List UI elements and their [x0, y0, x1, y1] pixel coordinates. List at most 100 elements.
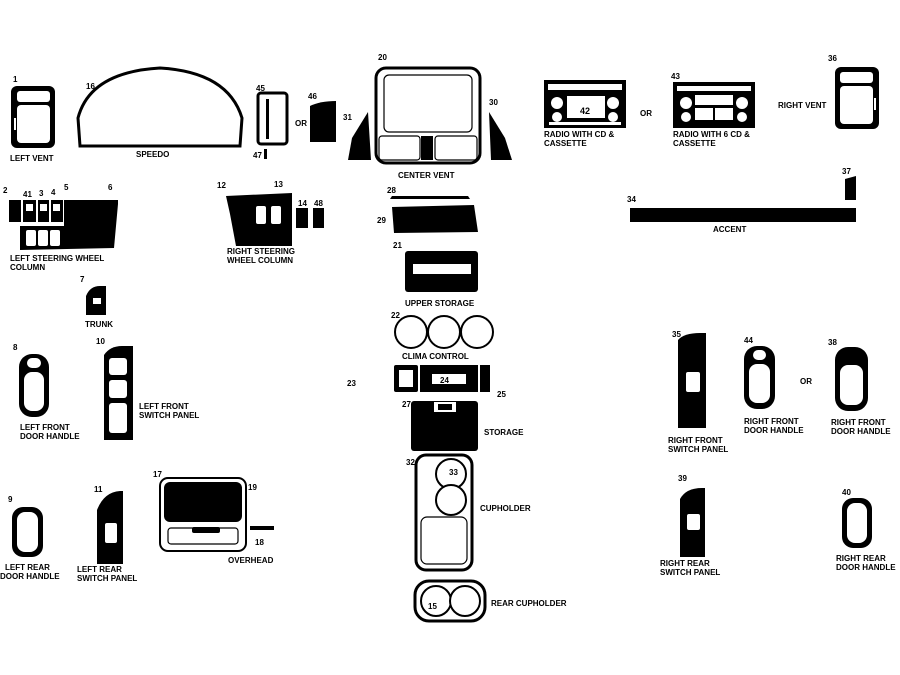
part-number-29: 29 [377, 216, 386, 225]
part-number-16: 16 [86, 82, 95, 91]
part-number-43: 43 [671, 72, 680, 81]
part-45-bezel[interactable] [256, 91, 289, 146]
label-left-rear-switch-line2: SWITCH PANEL [77, 574, 137, 583]
label-right-vent: RIGHT VENT [778, 101, 827, 110]
part-36-right-vent[interactable] [835, 67, 879, 129]
part-4-switch-cover[interactable] [51, 200, 63, 222]
part-35-right-front-switch-panel[interactable] [678, 333, 706, 428]
label-right-front-door-b-line2: DOOR HANDLE [831, 427, 891, 436]
part-number-27: 27 [402, 400, 411, 409]
part-number-40: 40 [842, 488, 851, 497]
part-number-26: 26 [436, 411, 446, 421]
part-27-storage-panel[interactable] [411, 401, 478, 451]
part-16-speedo[interactable] [76, 66, 244, 148]
part-15-rear-cupholder[interactable] [413, 579, 487, 623]
part-43-radio-6cd-cassette[interactable] [673, 82, 755, 128]
part-48-switch-cover[interactable] [313, 208, 324, 228]
part-44-right-front-door-handle[interactable] [744, 346, 775, 409]
part-22-clima-control[interactable] [394, 315, 494, 349]
part-46-panel[interactable] [310, 101, 336, 142]
label-or-1: OR [295, 119, 307, 128]
part-33-cupholder-rings[interactable] [435, 458, 467, 516]
label-cupholder: CUPHOLDER [480, 504, 531, 513]
part-number-12: 12 [217, 181, 226, 190]
part-number-14: 14 [298, 199, 307, 208]
part-2-switch-cover[interactable] [9, 200, 21, 222]
part-number-6: 6 [108, 183, 113, 192]
part-21-upper-storage[interactable] [405, 251, 478, 292]
part-number-19: 19 [248, 483, 257, 492]
part-number-20: 20 [378, 53, 387, 62]
label-left-front-switch-line2: SWITCH PANEL [139, 411, 199, 420]
part-8-left-front-door-handle[interactable] [19, 354, 49, 417]
label-right-front-door-a-line2: DOOR HANDLE [744, 426, 804, 435]
part-number-41: 41 [23, 190, 32, 199]
label-right-front-door-b-line1: RIGHT FRONT [831, 418, 886, 427]
part-25-console-right[interactable] [480, 365, 490, 392]
label-right-front-switch-line1: RIGHT FRONT [668, 436, 723, 445]
part-30-side-trim[interactable] [489, 112, 512, 160]
label-left-front-door-line1: LEFT FRONT [20, 423, 70, 432]
label-center-vent: CENTER VENT [398, 171, 455, 180]
label-speedo: SPEEDO [136, 150, 169, 159]
part-1-left-vent[interactable] [11, 86, 55, 148]
part-20-center-vent[interactable] [374, 66, 482, 165]
label-radio-cd-cassette-line2: CASSETTE [544, 139, 587, 148]
label-right-front-switch-line2: SWITCH PANEL [668, 445, 728, 454]
part-number-7: 7 [80, 275, 85, 284]
part-number-13: 13 [274, 180, 283, 189]
label-right-front-door-a-line1: RIGHT FRONT [744, 417, 799, 426]
label-radio-6cd-cassette-line1: RADIO WITH 6 CD & [673, 130, 750, 139]
part-number-39: 39 [678, 474, 687, 483]
part-40-right-rear-door-handle[interactable] [842, 498, 872, 548]
part-number-32: 32 [406, 458, 415, 467]
part-41-switch-cover[interactable] [23, 200, 36, 222]
part-number-24: 24 [440, 376, 449, 385]
part-42-radio-cd-cassette[interactable] [544, 80, 626, 128]
part-number-33: 33 [449, 468, 458, 477]
part-number-47: 47 [253, 151, 262, 160]
label-trunk: TRUNK [85, 320, 113, 329]
part-number-22: 22 [391, 311, 400, 320]
part-29-trim-panel[interactable] [392, 205, 478, 233]
part-23-console-left[interactable] [394, 365, 418, 392]
part-number-35: 35 [672, 330, 681, 339]
part-number-28: 28 [387, 186, 396, 195]
part-39-right-rear-switch-panel[interactable] [680, 488, 705, 557]
part-38-right-front-door-handle[interactable] [835, 347, 868, 411]
part-number-17: 17 [153, 470, 162, 479]
part-7-trunk[interactable] [86, 286, 106, 315]
label-or-2: OR [640, 109, 652, 118]
part-14-switch-cover[interactable] [296, 208, 308, 228]
part-number-36: 36 [828, 54, 837, 63]
part-24-console-center[interactable] [420, 365, 478, 392]
part-31-side-trim[interactable] [348, 112, 371, 160]
label-radio-6cd-cassette-line2: CASSETTE [673, 139, 716, 148]
part-37-accent-end[interactable] [845, 176, 856, 200]
part-number-37: 37 [842, 167, 851, 176]
label-rear-cupholder: REAR CUPHOLDER [491, 599, 567, 608]
part-number-44: 44 [744, 336, 753, 345]
label-right-rear-switch-line2: SWITCH PANEL [660, 568, 720, 577]
part-26-storage-tab[interactable] [434, 402, 456, 412]
part-18-overhead-strip[interactable] [250, 526, 274, 530]
part-17-overhead-console[interactable] [159, 477, 247, 552]
part-47-strip[interactable] [264, 149, 267, 159]
part-number-25: 25 [497, 390, 506, 399]
label-radio-cd-cassette-line1: RADIO WITH CD & [544, 130, 614, 139]
part-number-18: 18 [255, 538, 264, 547]
part-28-trim-strip[interactable] [390, 196, 470, 199]
part-number-38: 38 [828, 338, 837, 347]
part-number-8: 8 [13, 343, 18, 352]
part-number-21: 21 [393, 241, 402, 250]
part-9-left-rear-door-handle[interactable] [12, 507, 43, 557]
part-34-accent-strip[interactable] [630, 208, 856, 222]
part-3-switch-cover[interactable] [38, 200, 49, 222]
label-overhead: OVERHEAD [228, 556, 274, 565]
part-11-left-rear-switch-panel[interactable] [97, 491, 123, 564]
part-number-34: 34 [627, 195, 636, 204]
part-10-left-front-switch-panel[interactable] [104, 346, 133, 440]
part-6-column-panel[interactable] [20, 200, 118, 250]
part-12-column-panel[interactable] [226, 193, 292, 246]
